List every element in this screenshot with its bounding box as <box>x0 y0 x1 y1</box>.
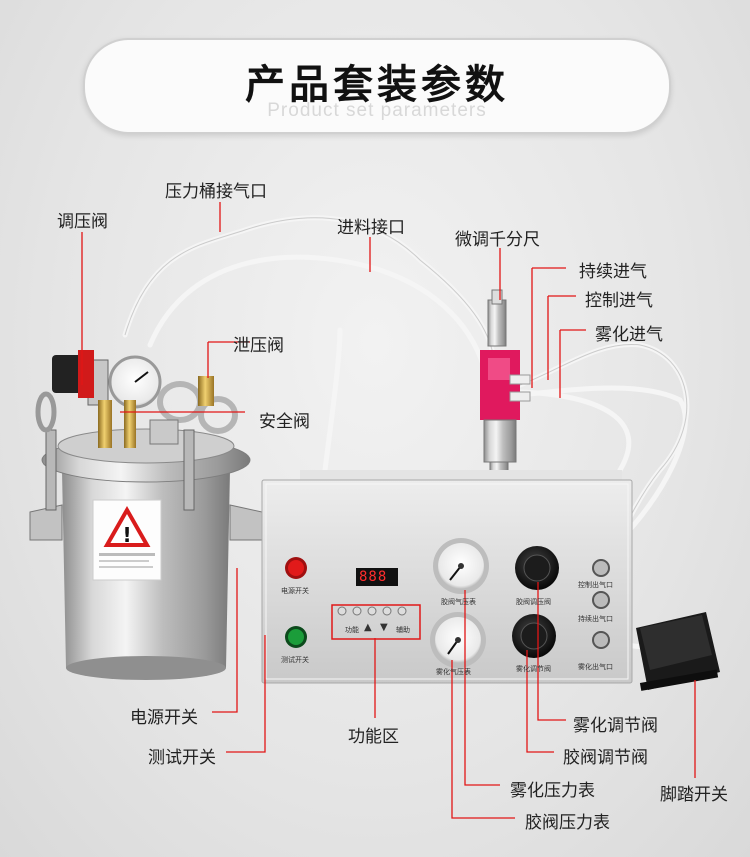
callout-atomize-valve: 雾化调节阀 <box>573 716 658 736</box>
dispensing-valve <box>480 289 531 513</box>
callout-test-switch: 测试开关 <box>148 748 216 768</box>
panel-func-label: 功能 <box>345 626 359 634</box>
panel-atomize-port-label: 雾化出气口 <box>578 663 613 671</box>
panel-test-label: 测试开关 <box>281 656 309 664</box>
panel-atomize-valve-label: 雾化调节阀 <box>516 665 551 673</box>
callout-power-switch: 电源开关 <box>130 708 198 728</box>
callout-micrometer: 微调千分尺 <box>455 230 540 250</box>
callout-foot-pedal: 脚踏开关 <box>660 785 728 805</box>
panel-control-port-label: 控制出气口 <box>578 581 613 589</box>
callout-continuous-air: 持续进气 <box>579 262 647 282</box>
panel-glue-gauge-label: 胶阀气压表 <box>441 598 476 606</box>
down-arrow-icon[interactable]: ▼ <box>380 622 388 633</box>
callout-pressure-regulator: 调压阀 <box>57 212 108 232</box>
svg-text:!: ! <box>122 523 131 547</box>
panel-continuous-port-label: 持续出气口 <box>578 615 613 623</box>
callout-control-air: 控制进气 <box>585 291 653 311</box>
page-subtitle: Product set parameters <box>267 100 487 121</box>
panel-atomize-gauge-label: 雾化气压表 <box>436 668 471 676</box>
panel-power-label: 电源开关 <box>281 587 309 595</box>
panel-aux-label: 辅助 <box>396 626 410 634</box>
callout-atomize-gauge: 雾化压力表 <box>510 781 595 801</box>
callout-pressure-bucket-inlet: 压力桶接气口 <box>165 182 267 202</box>
callout-glue-valve: 胶阀调节阀 <box>563 748 648 768</box>
callout-atomize-air: 雾化进气 <box>595 325 663 345</box>
callout-relief-valve: 泄压阀 <box>233 336 284 356</box>
page-title: 产品套装参数 <box>245 62 509 108</box>
pressure-tank: ! <box>29 350 263 680</box>
up-arrow-icon[interactable]: ▲ <box>364 622 372 633</box>
callout-lines <box>81 202 696 819</box>
callout-safety-valve: 安全阀 <box>259 412 310 432</box>
digital-display: 888 <box>359 569 388 585</box>
callout-glue-gauge: 胶阀压力表 <box>525 813 610 833</box>
foot-pedal <box>636 612 720 691</box>
callout-feed-inlet: 进料接口 <box>337 218 405 238</box>
panel-components <box>285 538 610 668</box>
title-banner: Product set parameters 产品套装参数 <box>83 38 671 134</box>
panel-glue-valve-label: 胶阀调压阀 <box>516 598 551 606</box>
callout-function-area: 功能区 <box>348 727 399 747</box>
